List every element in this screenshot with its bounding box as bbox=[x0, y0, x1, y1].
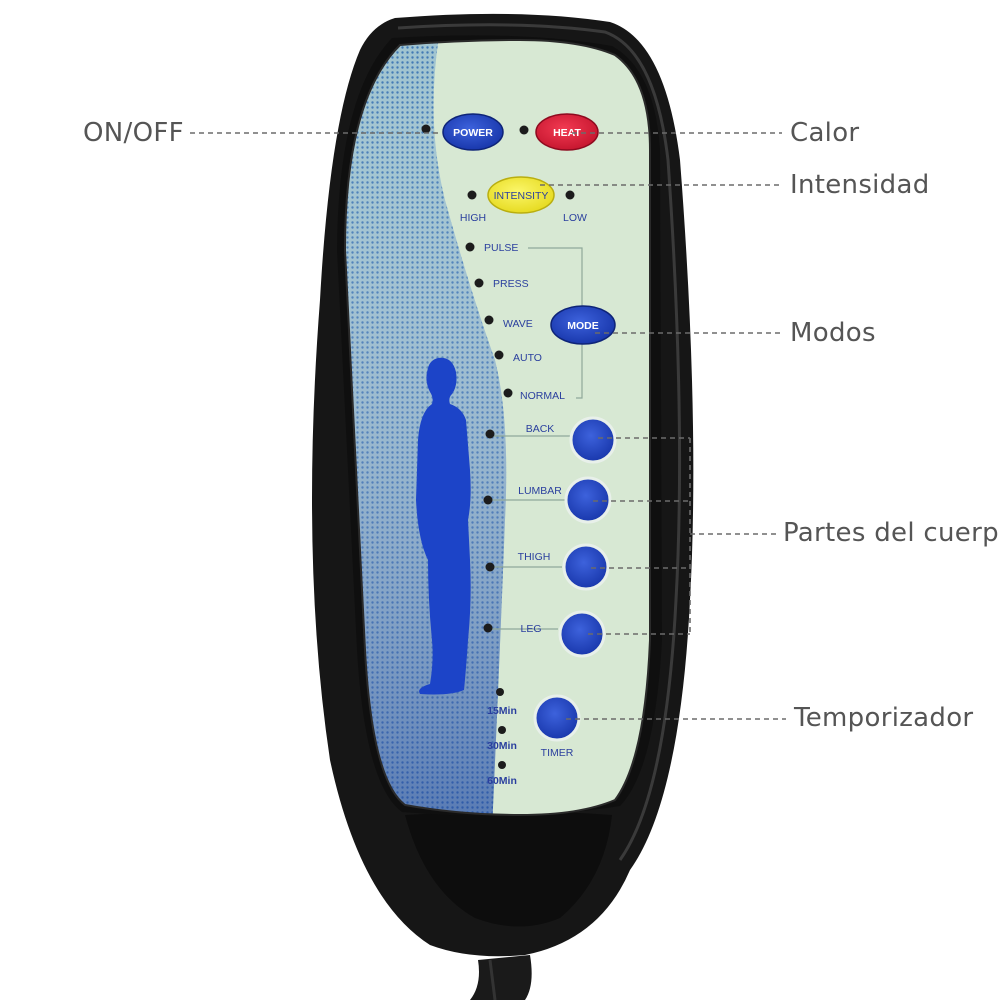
cable bbox=[470, 955, 532, 1000]
mode-indicator-dot bbox=[465, 242, 475, 252]
thigh-button[interactable] bbox=[562, 543, 610, 591]
timer-60-dot bbox=[498, 761, 506, 769]
callout-heat: Calor bbox=[790, 118, 860, 148]
thigh-label: THIGH bbox=[518, 551, 551, 563]
mode-indicator-dot bbox=[494, 350, 504, 360]
timer-label: TIMER bbox=[541, 747, 574, 759]
high-indicator-dot bbox=[467, 190, 477, 200]
mode-indicator-dot bbox=[484, 315, 494, 325]
low-label: LOW bbox=[563, 212, 587, 224]
lumbar-label: LUMBAR bbox=[518, 485, 562, 497]
body-parts-leader bbox=[588, 437, 776, 635]
intensity-label: INTENSITY bbox=[494, 190, 549, 202]
callout-body-parts: Partes del cuerpo bbox=[783, 518, 1000, 548]
power-label: POWER bbox=[453, 127, 493, 139]
leg-label: LEG bbox=[520, 623, 541, 635]
timer-15-dot bbox=[496, 688, 504, 696]
callout-on-off: ON/OFF bbox=[83, 118, 184, 148]
callout-timer: Temporizador bbox=[794, 703, 974, 733]
lumbar-button[interactable] bbox=[564, 476, 612, 524]
mode-button[interactable]: MODE bbox=[550, 305, 616, 345]
mode-indicator-dot bbox=[503, 388, 513, 398]
mode-pulse: PULSE bbox=[484, 242, 518, 254]
high-label: HIGH bbox=[460, 212, 486, 224]
lumbar-indicator-dot bbox=[483, 495, 493, 505]
timer-15min: 15Min bbox=[487, 705, 517, 717]
callout-modes: Modos bbox=[790, 318, 876, 348]
mode-press: PRESS bbox=[493, 278, 529, 290]
power-button[interactable]: POWER bbox=[442, 113, 504, 151]
body-figure-icon bbox=[416, 357, 471, 695]
timer-60min: 60Min bbox=[487, 775, 517, 787]
leg-indicator-dot bbox=[483, 623, 493, 633]
back-label: BACK bbox=[526, 423, 555, 435]
heat-indicator-dot bbox=[519, 125, 529, 135]
callout-intensity: Intensidad bbox=[790, 170, 930, 200]
power-indicator-dot bbox=[421, 124, 431, 134]
intensity-button[interactable]: INTENSITY bbox=[487, 176, 555, 214]
mode-label: MODE bbox=[567, 320, 599, 332]
heat-label: HEAT bbox=[553, 127, 581, 139]
low-indicator-dot bbox=[565, 190, 575, 200]
timer-30-dot bbox=[498, 726, 506, 734]
heat-button[interactable]: HEAT bbox=[535, 113, 599, 151]
mode-auto: AUTO bbox=[513, 352, 542, 364]
timer-button[interactable] bbox=[533, 694, 581, 742]
thigh-indicator-dot bbox=[485, 562, 495, 572]
timer-30min: 30Min bbox=[487, 740, 517, 752]
back-button[interactable] bbox=[569, 416, 617, 464]
mode-wave: WAVE bbox=[503, 318, 533, 330]
leg-button[interactable] bbox=[558, 610, 606, 658]
mode-indicator-dot bbox=[474, 278, 484, 288]
casing-bottom-cap bbox=[405, 811, 612, 927]
back-indicator-dot bbox=[485, 429, 495, 439]
mode-normal: NORMAL bbox=[520, 390, 565, 402]
